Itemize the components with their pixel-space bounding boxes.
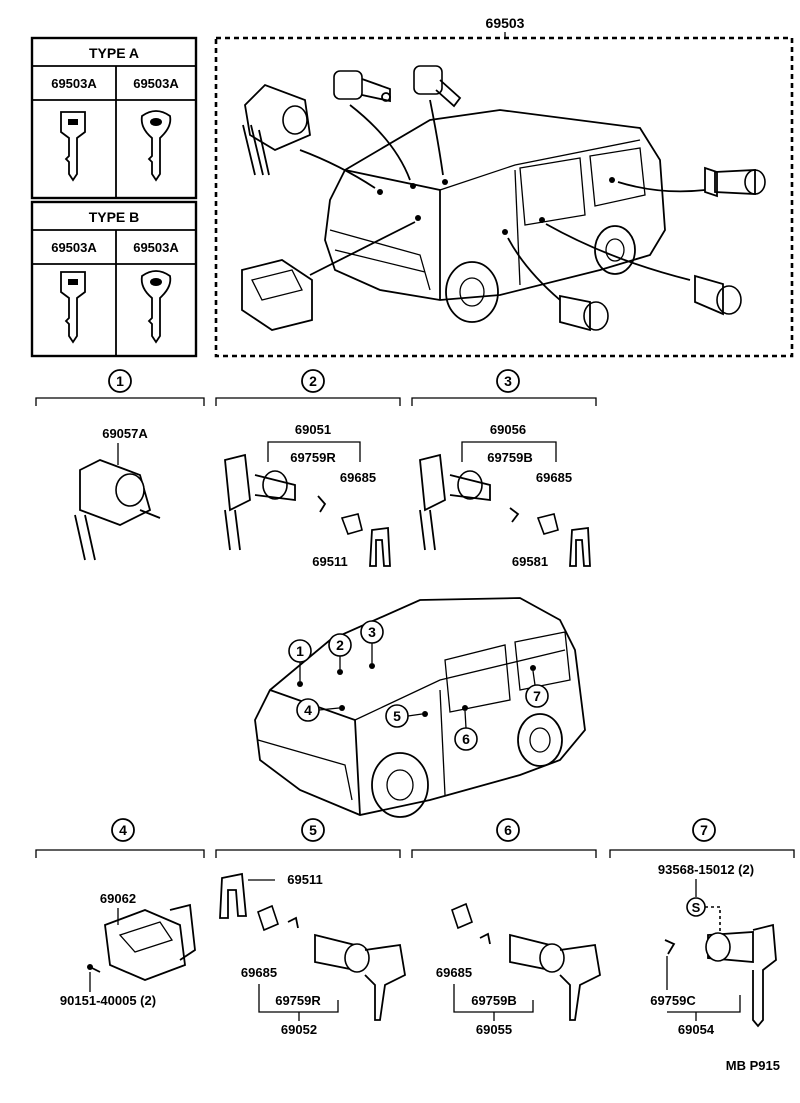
door-lock-cylinder-icon xyxy=(314,933,406,1021)
section-2: 2 69051 69759R 69685 69511 xyxy=(215,369,401,569)
section-4: 4 69062 90151-40005 (2) xyxy=(35,818,205,1008)
part-number-label: 93568-15012 (2) xyxy=(658,862,754,877)
part-number-label: 69759R xyxy=(275,993,321,1008)
section-6: 6 69685 69759B 69055 xyxy=(411,818,601,1037)
part-number-label: 69511 xyxy=(312,554,347,569)
part-number-label: 69685 xyxy=(340,470,376,485)
part-number-label: 69759R xyxy=(290,450,336,465)
type-b-title: TYPE B xyxy=(89,209,140,225)
section-number: 6 xyxy=(504,822,512,838)
hatch-lock-icon xyxy=(241,259,313,331)
part-number-label: 69581 xyxy=(512,554,548,569)
retainer-icon xyxy=(479,932,491,945)
pad-icon xyxy=(536,513,559,535)
section-number: 1 xyxy=(116,373,124,389)
pad-icon xyxy=(451,902,473,930)
footer-code: MB P915 xyxy=(726,1058,780,1073)
retainer-icon xyxy=(287,916,299,929)
assembly-set-box: 69503 xyxy=(214,15,794,358)
retainer-icon xyxy=(317,495,327,513)
section-1: 1 69057A xyxy=(35,369,205,561)
svg-text:2: 2 xyxy=(336,637,344,653)
location-marker-7: 7 xyxy=(525,670,549,708)
ignition-lock-icon xyxy=(74,459,161,561)
lock-cylinder-icon xyxy=(333,70,391,103)
section-number: 7 xyxy=(700,822,708,838)
lock-cylinder-icon xyxy=(413,65,462,108)
section-7: 7 93568-15012 (2) S 69759C 69054 xyxy=(609,818,795,1037)
assembly-label: 69503 xyxy=(486,15,525,31)
part-number-label: 90151-40005 (2) xyxy=(60,993,156,1008)
section-3: 3 69056 69759B 69685 69581 xyxy=(411,369,597,569)
type-b-key-box: TYPE B 69503A 69503A xyxy=(30,200,198,358)
door-lock-cylinder-icon xyxy=(419,453,491,551)
location-marker-5: 5 xyxy=(385,704,423,728)
section-number: 3 xyxy=(504,373,512,389)
part-number-label: 69052 xyxy=(281,1022,317,1037)
lock-cylinder-icon xyxy=(704,166,766,198)
svg-text:7: 7 xyxy=(533,688,541,704)
part-number-label: 69759B xyxy=(487,450,533,465)
door-lock-cylinder-icon xyxy=(509,933,601,1021)
screw-symbol: S xyxy=(686,897,706,917)
lock-cylinder-icon xyxy=(694,274,742,316)
location-marker-4: 4 xyxy=(296,698,340,722)
key-icon xyxy=(140,270,172,344)
door-lock-cylinder-icon xyxy=(705,923,777,1028)
retainer-icon xyxy=(664,939,676,955)
location-marker-3: 3 xyxy=(360,620,384,663)
lock-cylinder-icon xyxy=(559,294,609,332)
type-a-key-box: TYPE A 69503A 69503A xyxy=(30,36,198,200)
svg-text:4: 4 xyxy=(304,702,312,718)
svg-text:3: 3 xyxy=(368,624,376,640)
van-illustration-top xyxy=(324,109,666,323)
pad-icon xyxy=(257,904,279,932)
part-number-label: 69511 xyxy=(287,872,322,887)
section-number: 5 xyxy=(309,822,317,838)
section-number: 4 xyxy=(119,822,127,838)
type-a-title: TYPE A xyxy=(89,45,139,61)
pad-icon xyxy=(340,513,363,535)
section-number: 2 xyxy=(309,373,317,389)
type-b-right-part: 69503A xyxy=(133,240,179,255)
part-number-label: 69685 xyxy=(436,965,472,980)
key-icon xyxy=(60,111,86,182)
type-b-left-part: 69503A xyxy=(51,240,97,255)
van-location-view: 1 2 3 4 5 6 7 xyxy=(254,597,586,818)
part-number-label: 69056 xyxy=(490,422,526,437)
section-5: 5 69511 69685 69759R 69052 xyxy=(215,818,406,1037)
part-number-label: 69054 xyxy=(678,1022,715,1037)
part-number-label: 69685 xyxy=(241,965,277,980)
screw-icon xyxy=(87,964,101,973)
part-number-label: 69062 xyxy=(100,891,136,906)
ignition-lock-icon xyxy=(242,83,311,176)
location-marker-6: 6 xyxy=(454,710,478,751)
key-icon xyxy=(60,271,86,344)
hatch-lock-icon xyxy=(104,903,196,981)
part-number-label: 69759B xyxy=(471,993,517,1008)
door-lock-cylinder-icon xyxy=(224,453,296,551)
part-number-label: 69051 xyxy=(295,422,331,437)
svg-text:1: 1 xyxy=(296,643,304,659)
location-marker-1: 1 xyxy=(288,639,312,681)
retainer-icon xyxy=(509,507,520,523)
part-number-label: 69759C xyxy=(650,993,696,1008)
svg-text:6: 6 xyxy=(462,731,470,747)
clip-icon xyxy=(569,526,591,567)
clip-icon xyxy=(369,526,391,567)
svg-text:S: S xyxy=(692,900,701,915)
type-a-right-part: 69503A xyxy=(133,76,179,91)
location-marker-2: 2 xyxy=(328,633,352,669)
clip-icon xyxy=(219,872,247,919)
part-number-label: 69055 xyxy=(476,1022,512,1037)
part-number-label: 69057A xyxy=(102,426,148,441)
type-a-left-part: 69503A xyxy=(51,76,97,91)
svg-text:5: 5 xyxy=(393,708,401,724)
key-icon xyxy=(140,110,172,182)
part-number-label: 69685 xyxy=(536,470,572,485)
